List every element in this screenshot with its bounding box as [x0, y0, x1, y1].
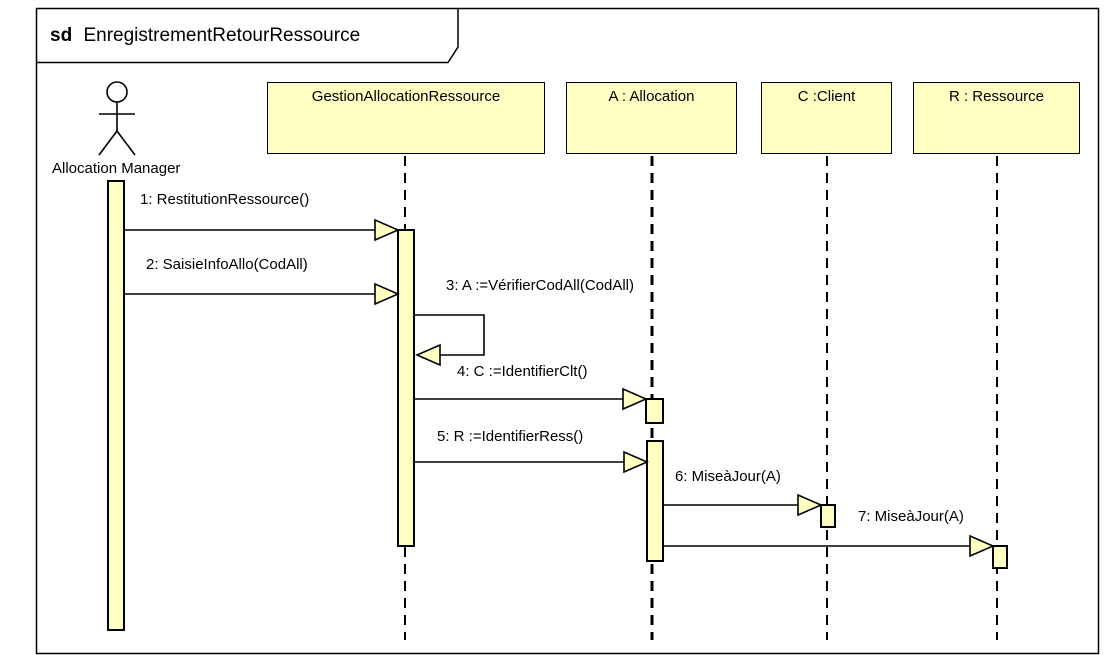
lifeline-client-label: C :Client: [797, 88, 856, 105]
lifeline-ressource-label: R : Ressource: [948, 88, 1045, 105]
message-6-label: 6: MiseàJour(A): [675, 468, 781, 485]
lifeline-allocation-label: A : Allocation: [608, 88, 695, 105]
activation-gestion: [397, 229, 415, 547]
lifeline-client-header: C :Client: [761, 82, 892, 154]
message-5-label: 5: R :=IdentifierRess(): [437, 428, 584, 445]
activation-allocation-2: [646, 440, 664, 562]
actor-label: Allocation Manager: [52, 160, 181, 177]
frame-name: EnregistrementRetourRessource: [83, 25, 361, 46]
lifeline-gestion-label: GestionAllocationRessource: [311, 88, 501, 105]
message-5-arrowhead: [623, 450, 650, 474]
frame-title: sd EnregistrementRetourRessource: [50, 25, 360, 47]
message-3-label: 3: A :=VérifierCodAll(CodAll): [446, 277, 634, 294]
message-3-arrowhead: [414, 343, 441, 367]
activation-allocation-1: [645, 398, 664, 424]
message-1-arrowhead: [374, 218, 401, 242]
activation-client: [820, 504, 836, 528]
frame-keyword: sd: [50, 25, 73, 46]
message-4-label: 4: C :=IdentifierClt(): [457, 363, 588, 380]
activation-ressource: [992, 545, 1008, 569]
message-6-arrowhead: [797, 493, 824, 517]
message-1-label: 1: RestitutionRessource(): [140, 191, 310, 208]
frame-border: [35, 7, 1100, 655]
message-4-arrowhead: [622, 387, 649, 411]
message-2-label: 2: SaisieInfoAllo(CodAll): [146, 256, 308, 273]
lifeline-allocation-header: A : Allocation: [566, 82, 737, 154]
message-2-arrowhead: [374, 282, 401, 306]
message-7-label: 7: MiseàJour(A): [858, 508, 964, 525]
activation-actor: [107, 180, 125, 631]
actor-icon: [98, 81, 136, 156]
lifeline-ressource-header: R : Ressource: [913, 82, 1080, 154]
frame-tab: [36, 8, 459, 64]
message-7-arrowhead: [969, 534, 996, 558]
message-3-line: [414, 314, 485, 356]
lifeline-gestion-header: GestionAllocationRessource: [267, 82, 545, 154]
